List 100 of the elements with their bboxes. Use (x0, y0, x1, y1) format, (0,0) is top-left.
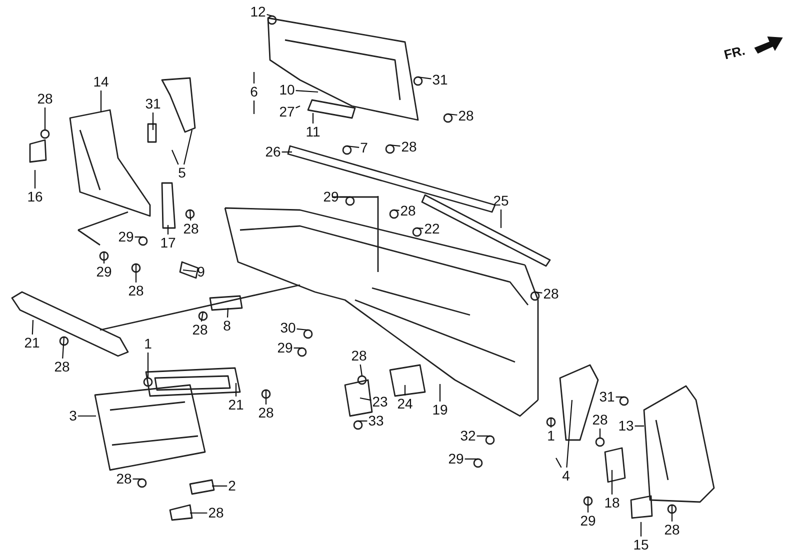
callout-number: 33 (368, 414, 384, 428)
leader-line (418, 76, 432, 80)
callout-number: 28 (258, 406, 274, 420)
leader-line (172, 150, 179, 165)
callout-number: 29 (96, 264, 112, 280)
callout-number: 29 (323, 190, 339, 204)
leader-line (62, 336, 65, 359)
leader-line (235, 383, 237, 396)
leader-line (253, 72, 255, 84)
leader-line (587, 497, 589, 512)
leader-line (534, 291, 542, 294)
leader-line (226, 308, 229, 318)
leader-line (404, 385, 406, 396)
callout-number: 19 (432, 402, 448, 418)
leader-line (296, 328, 308, 331)
callout-number: 28 (401, 140, 417, 154)
leader-line (212, 485, 228, 487)
leader-line (32, 320, 34, 335)
leader-line (78, 415, 96, 417)
leader-line (189, 210, 192, 221)
callout-number: 23 (372, 394, 388, 410)
leader-line (439, 384, 441, 402)
callout-number: 28 (458, 108, 474, 124)
leader-line (34, 170, 36, 188)
leader-line (448, 113, 458, 116)
leader-line (599, 428, 601, 438)
callout-number: 14 (93, 74, 109, 90)
leader-line (253, 100, 255, 114)
leader-line (611, 470, 613, 494)
leader-line (390, 144, 400, 147)
callout-number: 4 (562, 468, 570, 484)
leader-line (167, 225, 169, 234)
leader-line (296, 106, 300, 108)
callout-number: 29 (118, 230, 134, 244)
leader-line (394, 209, 400, 211)
leader-line (147, 352, 149, 378)
callout-number: 2 (228, 478, 236, 494)
leader-line (103, 252, 105, 264)
callout-number: 28 (208, 506, 224, 520)
callout-number: 30 (280, 320, 296, 336)
callout-number: 28 (351, 348, 367, 364)
callout-number: 31 (599, 390, 615, 404)
callout-number: 28 (400, 204, 416, 218)
leader-line (476, 435, 490, 437)
callout-number: 12 (250, 4, 266, 20)
callout-number: 8 (223, 318, 231, 334)
callout-number: 5 (178, 166, 186, 180)
leader-line (282, 151, 292, 153)
leader-line (312, 113, 314, 124)
leader-line (265, 390, 267, 404)
callout-number: 22 (424, 222, 440, 236)
leader-line (44, 108, 46, 130)
leader-line (190, 512, 208, 514)
callout-number: 29 (277, 340, 293, 356)
leader-line (358, 420, 368, 422)
callout-number: 1 (144, 336, 152, 352)
callout-number: 24 (397, 396, 413, 412)
leader-line (183, 130, 193, 165)
callout-number: 9 (197, 264, 205, 280)
leader-line (346, 145, 360, 148)
callout-number: 27 (279, 104, 295, 120)
leader-line (182, 269, 196, 272)
callout-number: 28 (54, 360, 70, 374)
leader-line (360, 364, 363, 376)
leader-line (640, 522, 642, 536)
callout-number: 29 (448, 452, 464, 466)
leader-line (671, 505, 673, 522)
leader-line (200, 312, 204, 322)
leader-line (100, 90, 102, 112)
callout-number: 26 (265, 144, 281, 160)
leader-line (550, 418, 552, 428)
leader-line (152, 112, 154, 130)
leader-line (416, 227, 424, 229)
callout-number: 28 (543, 286, 559, 302)
callout-number: 17 (160, 236, 176, 250)
leader-line (500, 210, 502, 228)
callout-number: 31 (432, 72, 448, 88)
callout-number: 1 (547, 428, 555, 444)
callout-number: 28 (183, 222, 199, 236)
leader-line (634, 425, 644, 427)
callout-number: 7 (360, 140, 368, 156)
callout-number: 11 (306, 124, 320, 140)
leader-line (566, 400, 573, 468)
callout-number: 18 (604, 496, 620, 510)
leader-line (294, 347, 302, 349)
leader-line (132, 478, 142, 480)
callout-number: 31 (145, 96, 161, 112)
callout-number: 28 (116, 472, 132, 486)
leader-line (616, 396, 624, 398)
callout-number: 29 (580, 514, 596, 528)
callout-number: 21 (24, 336, 40, 350)
leader-line (464, 458, 478, 460)
callout-number: 32 (460, 428, 476, 444)
callout-number: 16 (27, 190, 43, 204)
callout-number: 28 (664, 522, 680, 538)
callout-number: 28 (128, 284, 144, 298)
callout-number: 10 (279, 82, 295, 98)
callout-number: 13 (618, 418, 634, 434)
callout-number: 28 (192, 322, 208, 338)
leader-line (134, 236, 143, 238)
